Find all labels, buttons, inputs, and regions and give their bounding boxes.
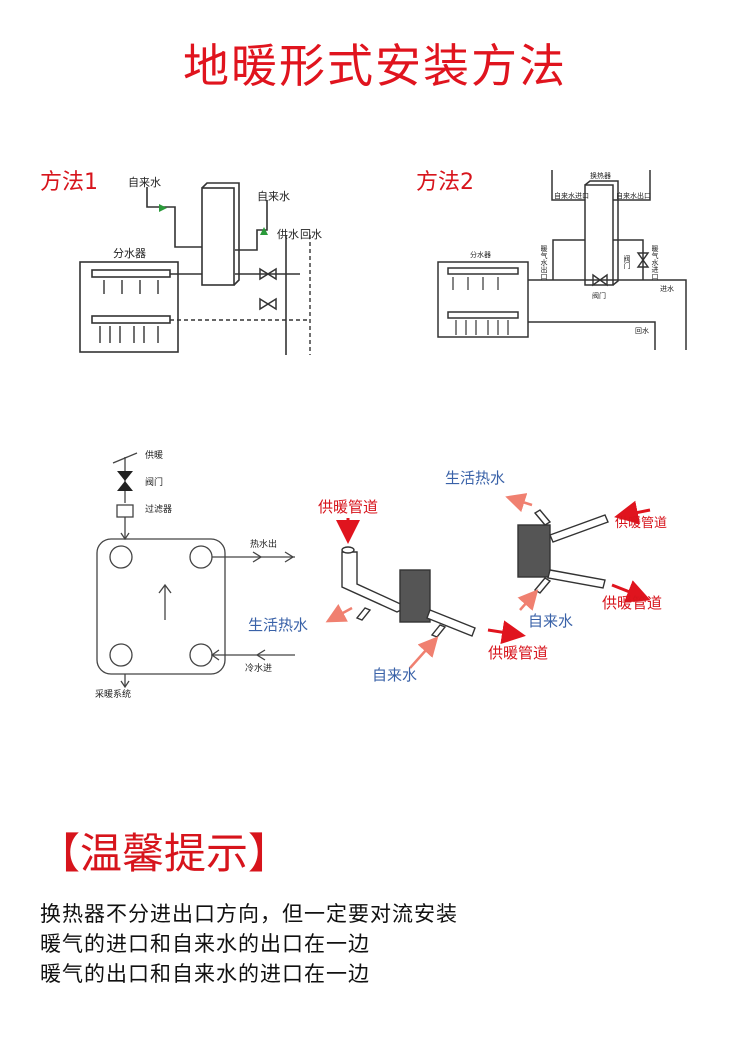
isometric-diagram: 供暖管道 生活热水 自来水 供暖管道 生活热水 供暖管道 供暖管道 自来水 — [248, 469, 667, 684]
method2-label: 方法2 — [416, 170, 474, 195]
method1-label: 方法1 — [40, 170, 98, 195]
flow-arrow-icon — [260, 227, 268, 235]
exchanger-right — [517, 509, 609, 594]
exchanger-body — [584, 184, 614, 286]
label-valve: 阀门 — [145, 476, 163, 488]
label-heat-in: 暖气水进口 — [651, 245, 659, 280]
label-tap-water-right: 自来水 — [257, 190, 290, 203]
valve-icon — [592, 273, 608, 287]
manifold-arrows-bottom — [99, 326, 159, 343]
filter-icon — [116, 504, 134, 518]
plate-exchanger-diagram: 供暖 阀门 过滤器 热水出 冷水进 采暖系统 — [95, 449, 295, 700]
page-title: 地暖形式安装方法 — [183, 39, 567, 93]
label-domestic-hot-right: 生活热水 — [445, 469, 505, 487]
label-exchanger: 换热器 — [590, 171, 611, 180]
label-heating-pipe-in-left: 供暖管道 — [318, 498, 378, 516]
label-manifold: 分水器 — [113, 247, 146, 260]
label-tap-water-right: 自来水 — [528, 612, 573, 630]
label-valve-bottom: 阀门 — [592, 291, 606, 300]
manifold-bar-bottom — [91, 315, 171, 324]
flow-arrow-icon — [159, 204, 167, 212]
label-cold-water-in: 冷水进 — [245, 662, 272, 674]
valve-icon — [117, 471, 133, 491]
label-heat-out: 暖气水出口 — [540, 245, 548, 280]
label-heating-pipe-out-right: 供暖管道 — [602, 594, 662, 612]
label-filter: 过滤器 — [145, 503, 172, 515]
manifold-box — [79, 261, 179, 353]
label-heating-supply: 供暖 — [145, 449, 163, 461]
label-inlet: 进水 — [660, 284, 674, 293]
valve-icon — [636, 252, 650, 268]
label-heating-system: 采暖系统 — [95, 688, 131, 700]
method1-diagram: 自来水 自来水 分水器 供水 回水 — [79, 176, 322, 355]
exchanger-left — [341, 546, 476, 638]
method2-diagram: 换热器 自来水进口 自来水出口 分水器 暖气水出口 暖气水进口 阀门 阀门 进水… — [437, 170, 687, 350]
manifold-bar-top — [91, 269, 171, 278]
exchanger-body — [201, 187, 235, 286]
label-return: 回水 — [635, 326, 649, 335]
tip-line: 换热器不分进出口方向，但一定要对流安装 — [40, 902, 458, 926]
valve-icon — [259, 267, 277, 281]
label-tap-in: 自来水进口 — [554, 191, 589, 200]
label-tap-out: 自来水出口 — [616, 191, 651, 200]
label-return: 回水 — [300, 228, 322, 241]
label-heating-pipe-in-right: 供暖管道 — [615, 516, 667, 531]
manifold-arrows-top — [103, 280, 159, 294]
tip-line: 暖气的进口和自来水的出口在一边 — [40, 932, 370, 956]
label-valve-side: 阀门 — [623, 254, 631, 270]
label-tap-water-left: 自来水 — [372, 666, 417, 684]
label-supply: 供水 — [277, 227, 299, 241]
label-hot-water-out: 热水出 — [250, 538, 277, 550]
label-manifold: 分水器 — [470, 250, 491, 259]
tip-line: 暖气的出口和自来水的进口在一边 — [40, 962, 370, 986]
label-tap-water-left: 自来水 — [128, 176, 161, 189]
manifold-box — [437, 261, 529, 338]
plate-body — [96, 538, 226, 675]
tips-title: 【温馨提示】 — [38, 829, 291, 878]
valve-icon — [259, 297, 277, 311]
label-heating-pipe-out-left: 供暖管道 — [488, 644, 548, 662]
label-domestic-hot-left: 生活热水 — [248, 616, 308, 634]
